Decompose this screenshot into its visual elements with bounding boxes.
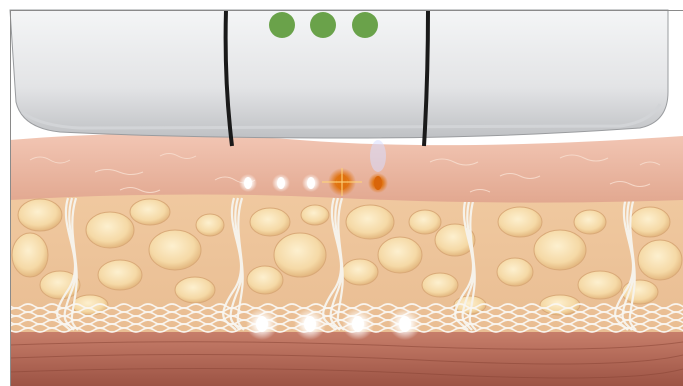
fat-lobule (497, 258, 533, 286)
fat-lobule (346, 205, 394, 239)
fat-lobule (250, 208, 290, 236)
fat-lobule (342, 259, 378, 285)
fat-lobule (498, 207, 542, 237)
fat-lobule (130, 199, 170, 225)
indicator-light (269, 12, 295, 38)
fat-lobule (574, 210, 606, 234)
focal-point-core (244, 177, 252, 189)
fat-lobule (86, 212, 134, 248)
fat-lobule (301, 205, 329, 225)
fat-lobule (149, 230, 201, 270)
fat-lobule (409, 210, 441, 234)
fat-lobule (534, 230, 586, 270)
smas-focal-point-core (256, 316, 268, 332)
fat-lobule (98, 260, 142, 290)
active-focal-point-core (374, 176, 382, 190)
smas-focal-point-core (399, 316, 411, 332)
fat-lobule (196, 214, 224, 236)
focal-point-core (307, 177, 315, 189)
beam-glow (370, 140, 386, 172)
smas-focal-point-core (352, 316, 364, 332)
fat-lobule (622, 280, 658, 304)
fat-lobule (638, 240, 682, 280)
fat-lobule (12, 233, 48, 277)
indicator-light (352, 12, 378, 38)
indicator-light (310, 12, 336, 38)
fat-lobule (18, 199, 62, 231)
fat-lobule (378, 237, 422, 273)
fat-lobule (274, 233, 326, 277)
fat-lobule (422, 273, 458, 297)
fat-lobule (247, 266, 283, 294)
focal-point-core (277, 177, 285, 189)
fat-lobule (630, 207, 670, 237)
smas-focal-point-core (304, 316, 316, 332)
ultrasound-transducer (10, 10, 668, 146)
fat-lobule (578, 271, 622, 299)
fat-lobule (175, 277, 215, 303)
